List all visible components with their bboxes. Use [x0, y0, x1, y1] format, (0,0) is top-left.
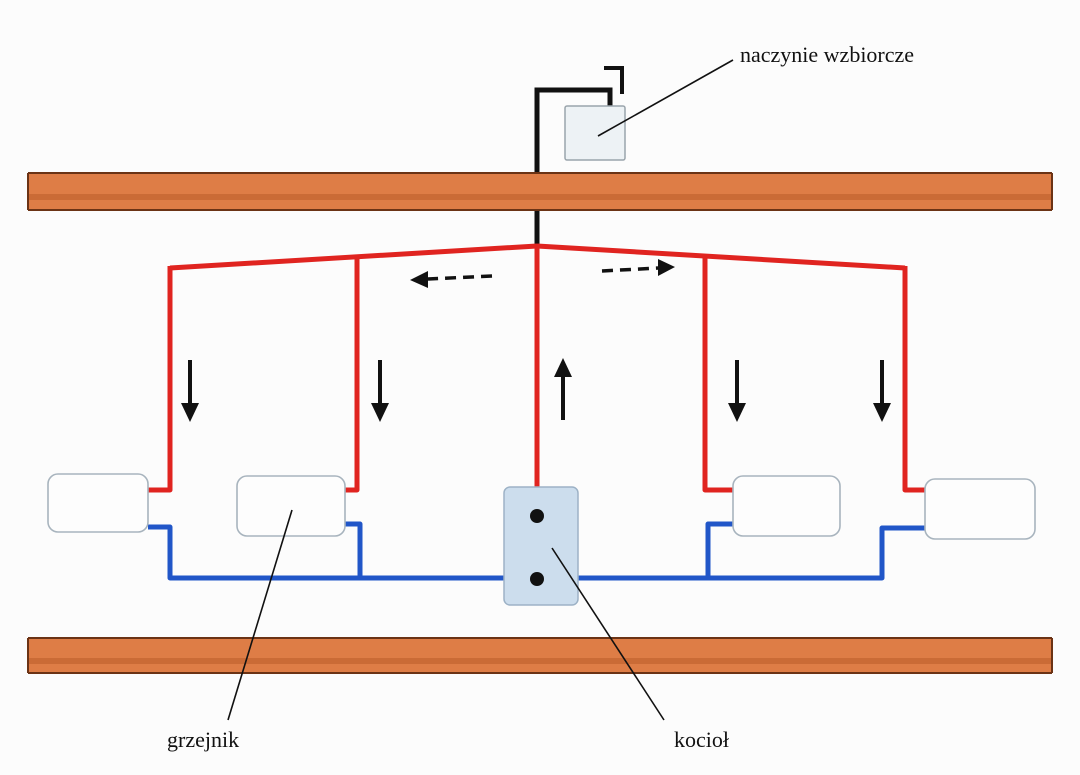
dashed-arrow-right-head [658, 259, 675, 276]
expansion-pipe-riser [534, 87, 613, 248]
down-arrow-2-head [371, 403, 389, 422]
flow-arrows [181, 358, 891, 422]
radiator-2 [236, 475, 346, 537]
floor-slab-body [28, 638, 1052, 673]
supply-drop-radiator1 [148, 266, 173, 493]
expansion-pipe [534, 66, 624, 248]
boiler-supply-port [530, 509, 544, 523]
return-pipe-radiator3 [705, 521, 733, 578]
down-arrow-4-head [873, 403, 891, 422]
boiler-return-port [530, 572, 544, 586]
supply-pipes [148, 243, 925, 516]
expansion-vessel-label: naczynie wzbiorcze [740, 42, 914, 67]
return-pipes [148, 521, 925, 581]
supply-drop-radiator4 [902, 266, 925, 493]
dashed-arrow-left [410, 271, 493, 288]
dashed-arrow-right-shaft [601, 266, 659, 273]
ceiling-slab-body [28, 173, 1052, 210]
down-arrow-1 [181, 360, 199, 422]
expansion-vessel-leader-line [597, 59, 734, 137]
down-arrow-1-head [181, 403, 199, 422]
header-flow-arrows [410, 259, 675, 288]
return-pipe-radiator2 [345, 521, 363, 578]
radiator-label: grzejnik [167, 727, 239, 752]
return-pipe-right-main [576, 525, 925, 581]
ceiling-slab [27, 172, 1053, 211]
supply-drop-radiator3 [702, 258, 733, 493]
dashed-arrow-left-shaft [427, 274, 493, 281]
boiler-body [503, 486, 579, 606]
return-pipe-left-main [148, 524, 506, 581]
supply-pipe-left-header [169, 243, 538, 271]
up-arrow-center [554, 358, 572, 420]
radiator-1 [47, 473, 149, 533]
floor-slab-texture [28, 658, 1052, 664]
down-arrow-3 [728, 360, 746, 422]
floor-slab [27, 637, 1053, 674]
ceiling-slab-texture [28, 194, 1052, 200]
radiator-4 [924, 478, 1036, 540]
supply-pipe-right-header [536, 243, 906, 271]
dashed-arrow-right [601, 259, 675, 276]
down-arrow-4 [873, 360, 891, 422]
radiator-leader-line [227, 509, 293, 721]
boiler-label: kocioł [674, 727, 729, 752]
boiler-leader-line [551, 547, 665, 721]
up-arrow-head [554, 358, 572, 377]
supply-drop-radiator2 [345, 258, 360, 493]
boiler [503, 486, 579, 606]
radiator-3 [732, 475, 841, 537]
dashed-arrow-left-head [410, 271, 428, 288]
expansion-vessel [564, 105, 626, 161]
down-arrow-2 [371, 360, 389, 422]
expansion-overflow-pipe [604, 66, 624, 94]
down-arrow-3-head [728, 403, 746, 422]
